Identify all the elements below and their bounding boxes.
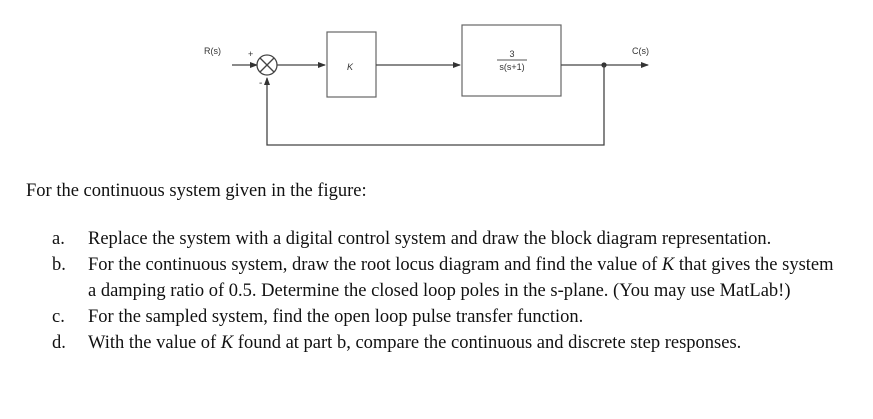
- question-item: c. For the sampled system, find the open…: [52, 304, 842, 330]
- plant-denominator: s(s+1): [499, 62, 524, 72]
- block-diagram: R(s) C(s) + - K 3 s(s+1): [204, 24, 649, 146]
- question-item: a. Replace the system with a digital con…: [52, 226, 842, 252]
- question-marker: b.: [52, 255, 66, 275]
- input-label: R(s): [204, 46, 221, 56]
- gain-block: [326, 31, 377, 98]
- question-text: For the sampled system, find the open lo…: [88, 307, 584, 327]
- plant-block: [461, 24, 562, 97]
- sum-plus-sign: +: [248, 49, 253, 59]
- question-text: With the value of K found at part b, com…: [88, 333, 742, 353]
- question-item: d. With the value of K found at part b, …: [52, 330, 842, 356]
- sum-minus-sign: -: [259, 78, 262, 89]
- question-text: For the continuous system, draw the root…: [88, 255, 834, 301]
- question-list: a. Replace the system with a digital con…: [52, 226, 842, 356]
- question-marker: a.: [52, 229, 65, 249]
- question-marker: c.: [52, 307, 65, 327]
- output-label: C(s): [632, 46, 649, 56]
- feedback-path: [264, 65, 605, 146]
- question-marker: d.: [52, 333, 66, 353]
- plant-numerator: 3: [509, 49, 514, 59]
- question-text: Replace the system with a digital contro…: [88, 229, 772, 249]
- summing-junction: [256, 54, 278, 76]
- gain-label: K: [347, 62, 354, 72]
- question-item: b. For the continuous system, draw the r…: [52, 252, 842, 304]
- problem-intro: For the continuous system given in the f…: [26, 181, 367, 201]
